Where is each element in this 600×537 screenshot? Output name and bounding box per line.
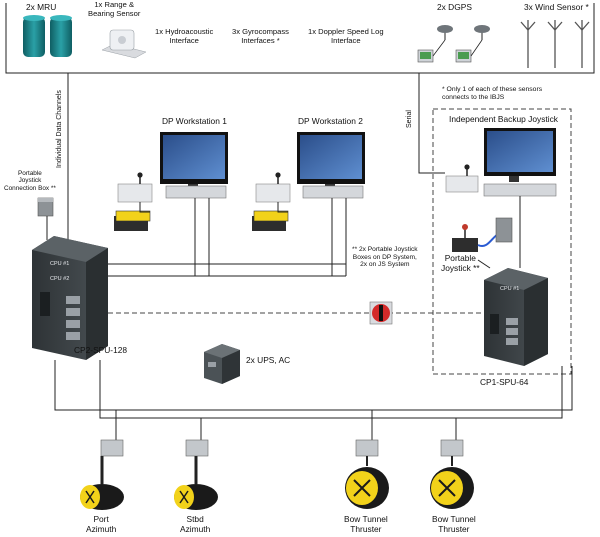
gyrocompass-label: 3x Gyrocompass Interfaces * [232,27,289,45]
hydroacoustic-label: 1x Hydroacoustic Interface [155,27,214,45]
ups-icon [204,344,240,384]
stbd-azimuth-icon [174,456,218,510]
port-azimuth-icon [80,456,124,510]
cp1-label: CP1-SPU-64 [480,377,529,387]
cp2-label: CP2-SPU-128 [74,345,128,355]
mru-icon [23,15,72,57]
serial-line [418,73,445,174]
cp2-cabinet-icon [32,236,108,360]
ibjs-frame [432,108,572,375]
thruster-junction-boxes [100,439,464,457]
wind-sensor-label: 3x Wind Sensor * [524,2,589,12]
dgps-icon [417,25,490,63]
portable-joystick-icon [452,217,513,252]
cp2-cpu1-label: CPU #1 [50,261,70,267]
portable-joystick-label: Portable Joystick ** [441,253,480,273]
ibjs-note: * Only 1 of each of these sensors connec… [442,86,543,101]
doppler-label: 1x Doppler Speed Log Interface [308,27,384,45]
bow-tunnel-thruster-2-icon [430,456,474,509]
ups-label: 2x UPS, AC [246,355,291,365]
bow-thruster-1-label: Bow Tunnel Thruster [344,514,388,534]
dp-workstation-1-title: DP Workstation 1 [162,116,227,126]
wind-sensor-icon [520,20,590,68]
mru-label: 2x MRU [26,2,57,12]
cp1-cpu1-label: CPU #1 [500,286,520,292]
thruster-bus [54,360,573,440]
dp-workstation-1-icon [114,132,228,231]
serial-label: Serial [406,110,413,128]
workstation-wiring [46,196,521,277]
cp2-cpu2-label: CPU #2 [50,276,70,282]
port-azimuth-label: Port Azimuth [86,514,117,534]
portable-boxes-note: ** 2x Portable Joystick Boxes on DP Syst… [352,246,418,269]
dgps-label: 2x DGPS [437,2,472,12]
dp-workstation-2-icon [252,132,365,231]
portable-box-label: Portable Joystick Connection Box ** [4,170,56,192]
range-bearing-sensor-icon [101,29,147,59]
ibjs-workstation-icon [445,128,557,197]
stbd-azimuth-label: Stbd Azimuth [180,514,211,534]
bow-tunnel-thruster-1-icon [345,456,389,509]
ibjs-title: Independent Backup Joystick [449,114,558,124]
cp1-cabinet-icon [484,268,548,366]
isolation-switch-icon [369,301,393,325]
bow-thruster-2-label: Bow Tunnel Thruster [432,514,476,534]
dp-workstation-2-title: DP Workstation 2 [298,116,363,126]
range-bearing-label: 1x Range & Bearing Sensor [88,0,141,18]
portable-connection-box-icon [37,197,54,217]
sensor-bus-frame [5,3,595,74]
individual-data-label: Individual Data Channels [56,90,63,168]
